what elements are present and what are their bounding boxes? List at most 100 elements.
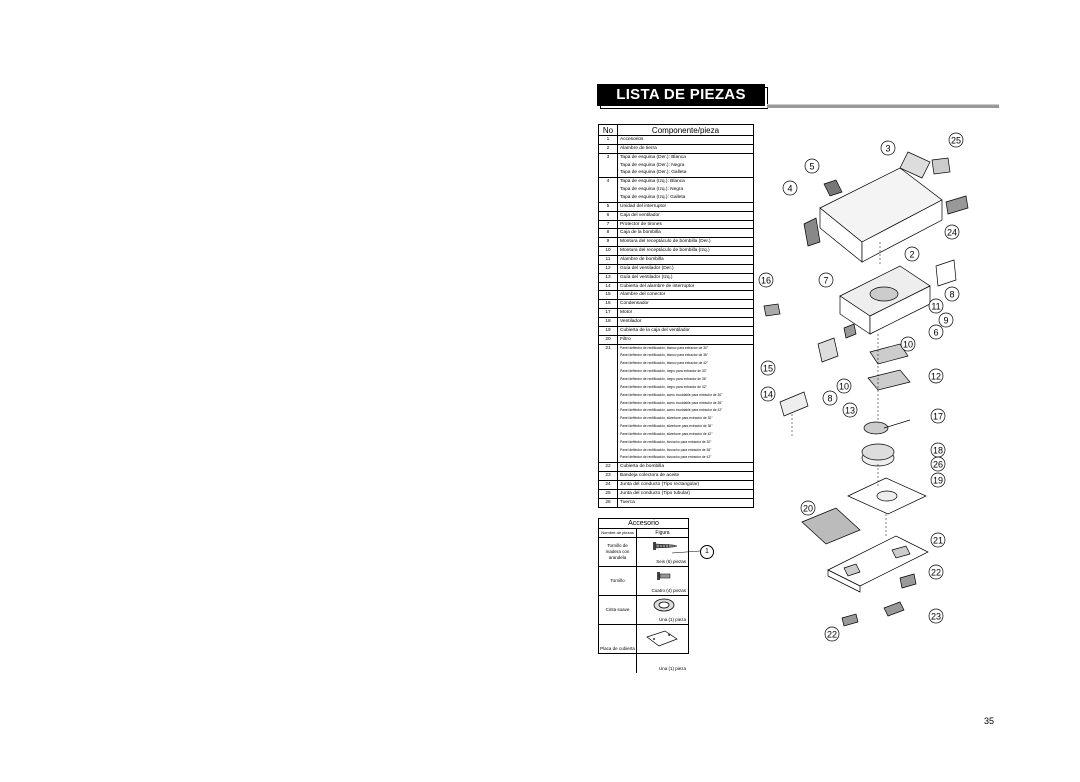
table-row: Panel deflector de rectificación, bizcoc… — [598, 454, 754, 463]
part-name: Alambre de tierra — [617, 143, 754, 154]
callout-label: 14 — [763, 390, 773, 400]
callout-label: 17 — [933, 412, 943, 422]
part-number: 7 — [598, 219, 618, 229]
part-number: 23 — [598, 471, 618, 481]
part-name: Guía del ventilador (Der.) — [617, 263, 754, 274]
accessory-figure: Cuatro (4) piezas — [637, 567, 688, 595]
part-number: 16 — [598, 299, 618, 309]
part-number — [598, 352, 618, 361]
part-number: 11 — [598, 255, 618, 265]
part-name: Panel deflector de rectificación, negro … — [620, 384, 707, 389]
callout-label: 22 — [931, 568, 941, 578]
part-number: 3 — [598, 152, 618, 162]
part-number — [598, 186, 618, 194]
part-number: 25 — [598, 488, 618, 499]
part-number — [598, 423, 618, 431]
table-row: Panel deflector de rectificación, acero … — [598, 391, 754, 400]
part-name: Junta del conducto (Tipo tubular) — [617, 488, 754, 499]
accessory-qty: Cuatro (4) piezas — [651, 588, 686, 593]
part-number: 12 — [598, 263, 618, 274]
part-number — [598, 446, 618, 455]
part-name: Cubierta del alambre de interruptor — [617, 281, 754, 291]
accessory-figure: Una (1) pieza — [637, 596, 688, 624]
part-number: 4 — [598, 177, 618, 187]
part-number: 19 — [598, 325, 618, 336]
part-name: Caja de la bombilla — [617, 228, 754, 238]
part-number: 13 — [598, 272, 618, 283]
part-name: Tapa de esquina (Izq.): Blanca — [617, 177, 754, 187]
callout-label: 10 — [903, 340, 913, 350]
part-number — [598, 407, 618, 416]
callout-label: 22 — [827, 630, 837, 640]
accessory-row: Cinta suave Una (1) pieza — [599, 596, 688, 625]
part-number — [598, 391, 618, 400]
callout-leader-line — [671, 550, 701, 554]
table-row: Panel deflector de rectificación, negro … — [598, 375, 754, 384]
part-name: Panel deflector de rectificación, bizcoc… — [620, 447, 712, 452]
callout-label: 26 — [933, 460, 943, 470]
callout-label: 21 — [933, 536, 943, 546]
part-number — [598, 415, 618, 424]
callout-label: 3 — [885, 144, 890, 154]
part-name: Panel deflector de rectificación, acero … — [620, 400, 723, 405]
callout-label: 9 — [943, 316, 948, 326]
header-component: Componente/pieza — [617, 124, 754, 136]
callout-label: 7 — [823, 276, 828, 286]
callout-label: 20 — [803, 504, 813, 514]
part-number: 21 — [598, 343, 618, 353]
part-name: Junta del conducto (Tipo rectangular) — [617, 480, 754, 490]
part-name: Panel deflector de rectificación, silver… — [620, 424, 713, 429]
part-name: Caja del ventilador — [617, 210, 754, 221]
callout-circle — [880, 140, 896, 156]
callout-label: 15 — [763, 364, 773, 374]
header-no: No — [598, 124, 618, 136]
accessory-qty: Seis (6) piezas — [656, 559, 686, 564]
callout-circle — [800, 500, 816, 516]
part-name: Panel deflector de rectificación, bizcoc… — [620, 439, 712, 444]
part-name: Panel deflector de rectificación, negro … — [620, 376, 707, 381]
table-row: Panel deflector de rectificación, bizcoc… — [598, 438, 754, 447]
screw-icon — [657, 572, 671, 580]
callout-circle — [944, 224, 960, 240]
callout-circle — [804, 158, 820, 174]
callout-label: 24 — [947, 228, 957, 238]
callout-label: 2 — [909, 250, 914, 260]
part-number — [598, 169, 618, 178]
callout-label: 10 — [839, 382, 849, 392]
part-name: Tuerca — [617, 497, 754, 508]
part-number: 17 — [598, 308, 618, 318]
callout-circle — [930, 408, 946, 424]
part-name: Alambre del conector — [617, 290, 754, 300]
callout-label: 23 — [931, 612, 941, 622]
part-name: Cubierta de bombilla — [617, 462, 754, 472]
part-number: 9 — [598, 237, 618, 247]
callout-circle — [928, 368, 944, 384]
callout-circle — [930, 532, 946, 548]
callout-circle — [824, 626, 840, 642]
title-rule — [767, 104, 999, 108]
callout-label: 18 — [933, 446, 943, 456]
accessory-name: Placa de cubierta — [599, 625, 637, 673]
part-name: Tapa de esquina (Der.): Blanca — [617, 152, 754, 162]
table-row: Tapa de esquina (Izq.): Galleta — [598, 193, 754, 203]
part-name: Panel deflector de rectificación, blanco… — [617, 343, 754, 353]
accessory-name: Cinta suave — [599, 596, 637, 624]
part-number: 8 — [598, 228, 618, 238]
part-name: Alambre de bombilla — [617, 255, 754, 265]
callout-circle — [900, 336, 916, 352]
